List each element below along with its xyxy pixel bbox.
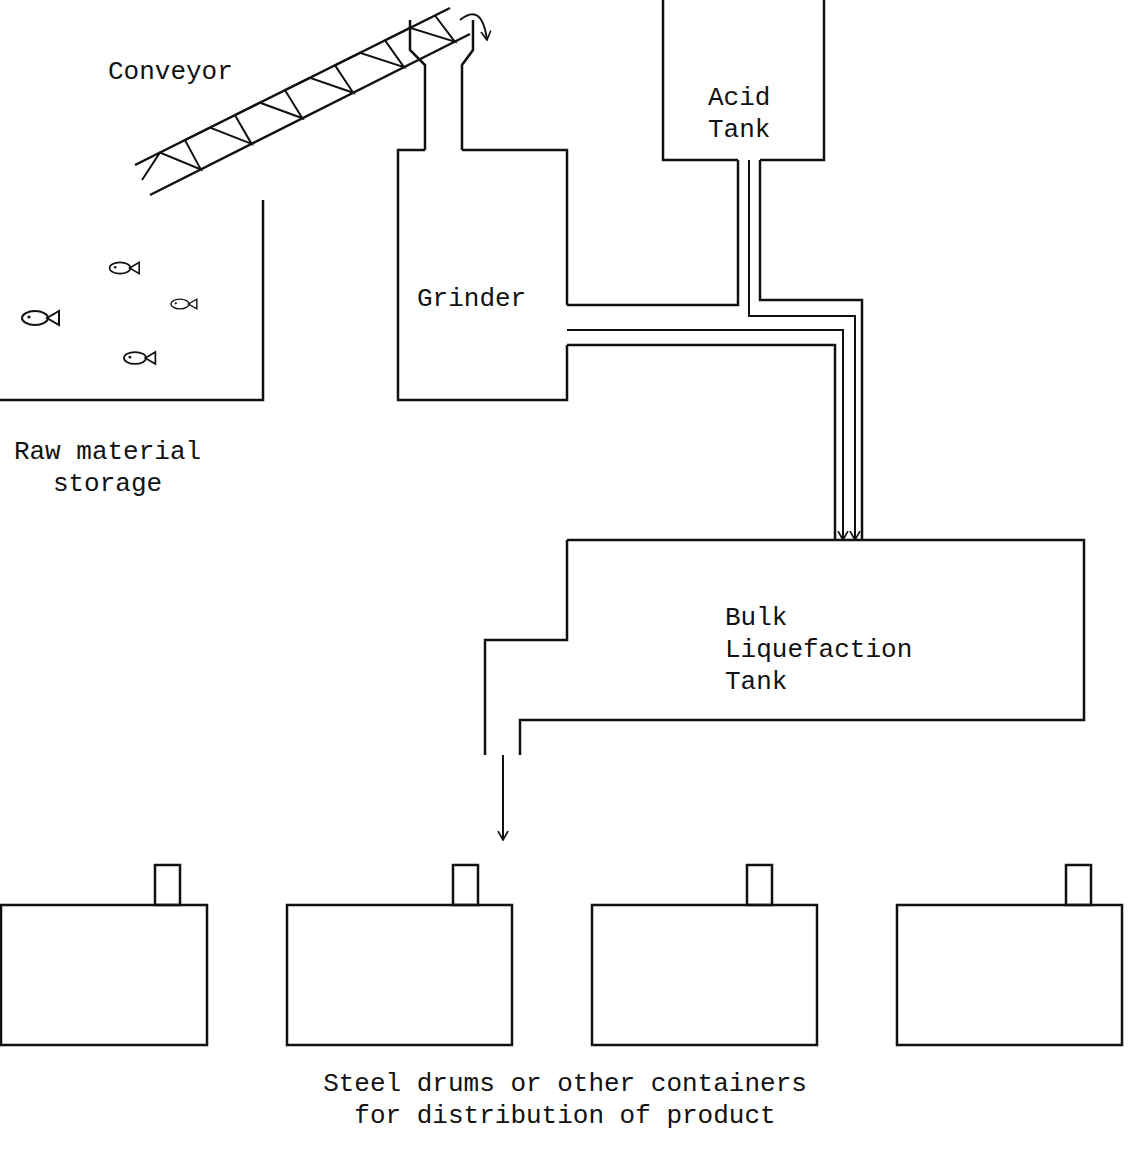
node-label: Acid Tank bbox=[708, 82, 798, 146]
fish bbox=[22, 311, 59, 325]
drum-body bbox=[592, 905, 817, 1045]
drum-row: Steel drums or other containers for dist… bbox=[0, 840, 1129, 1150]
node-label: Raw material storage bbox=[0, 436, 215, 500]
conveyor: Conveyor bbox=[100, 20, 460, 210]
fish bbox=[124, 352, 155, 364]
drum-cap bbox=[1066, 865, 1091, 905]
storage-tank: Raw material storage bbox=[0, 200, 265, 504]
grinder-box: Grinder bbox=[398, 40, 567, 400]
node-label: Steel drums or other containers for dist… bbox=[300, 1068, 830, 1132]
node-label: Conveyor bbox=[108, 56, 258, 88]
node-label: Grinder bbox=[417, 283, 557, 315]
grinder-hopper bbox=[410, 20, 473, 150]
acid-tank-outline bbox=[663, 0, 824, 160]
acid-tank: Acid Tank bbox=[662, 0, 825, 160]
flow-arrow bbox=[502, 755, 504, 840]
liquefaction-tank-outline bbox=[485, 540, 1084, 755]
flow-arrow bbox=[567, 330, 843, 540]
drum-body bbox=[1, 905, 207, 1045]
acid-pipe-right-wall bbox=[760, 160, 862, 540]
grinder-pipe-lower-wall bbox=[567, 345, 835, 540]
flow-arrow bbox=[749, 160, 855, 540]
conveyor-shape bbox=[100, 20, 460, 210]
fish bbox=[110, 262, 140, 273]
drum-body bbox=[897, 905, 1122, 1045]
liquefaction-tank: Bulk Liquefaction Tank bbox=[485, 540, 1085, 755]
grinder-outline bbox=[398, 150, 567, 400]
conveyor-truss bbox=[142, 16, 455, 181]
grinder-box-shape bbox=[398, 40, 567, 400]
conveyor-belt bbox=[135, 8, 470, 195]
fish bbox=[171, 299, 197, 309]
acid-pipe-left-wall bbox=[567, 160, 738, 305]
drum-cap bbox=[453, 865, 478, 905]
drum-body bbox=[287, 905, 512, 1045]
storage-wall bbox=[0, 200, 263, 400]
drum-cap bbox=[747, 865, 772, 905]
node-label: Bulk Liquefaction Tank bbox=[725, 602, 935, 698]
drum-cap bbox=[155, 865, 180, 905]
